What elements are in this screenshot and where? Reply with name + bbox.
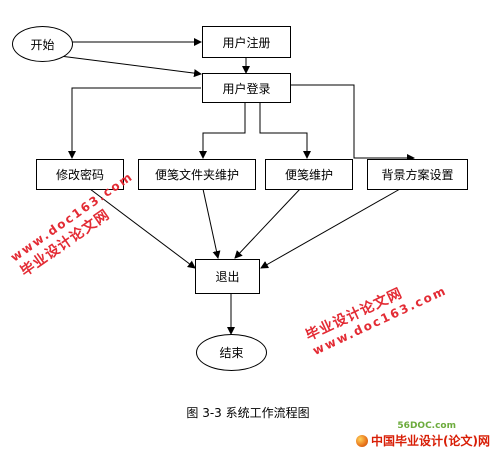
folder-maintain-node: 便笺文件夹维护 xyxy=(138,159,256,190)
footer-logo: 中国毕业设计(论文)网 xyxy=(356,432,490,449)
arrow-login-change-password xyxy=(68,87,201,159)
end-node: 结束 xyxy=(196,334,267,371)
globe-icon xyxy=(356,435,369,447)
login-node: 用户登录 xyxy=(202,73,291,103)
arrow-login-note xyxy=(259,103,311,159)
arrow-background-logout xyxy=(260,188,401,269)
note-maintain-node: 便笺维护 xyxy=(265,159,353,190)
change-password-node: 修改密码 xyxy=(36,159,124,190)
start-node: 开始 xyxy=(12,26,73,62)
arrow-start-login xyxy=(59,55,202,78)
footer-logo-text: 中国毕业设计(论文)网 xyxy=(371,434,490,448)
background-setting-node: 背景方案设置 xyxy=(367,159,468,190)
arrow-change-password-logout xyxy=(89,188,196,269)
figure-caption: 图 3-3 系统工作流程图 xyxy=(186,406,310,420)
footer-site-small: 56DOC.com xyxy=(397,421,456,431)
arrow-note-logout xyxy=(234,188,301,259)
register-node: 用户注册 xyxy=(202,26,291,58)
arrow-login-folder xyxy=(199,103,246,159)
arrow-login-background xyxy=(291,84,415,162)
logout-node: 退出 xyxy=(195,259,260,294)
arrow-folder-logout xyxy=(202,188,221,259)
